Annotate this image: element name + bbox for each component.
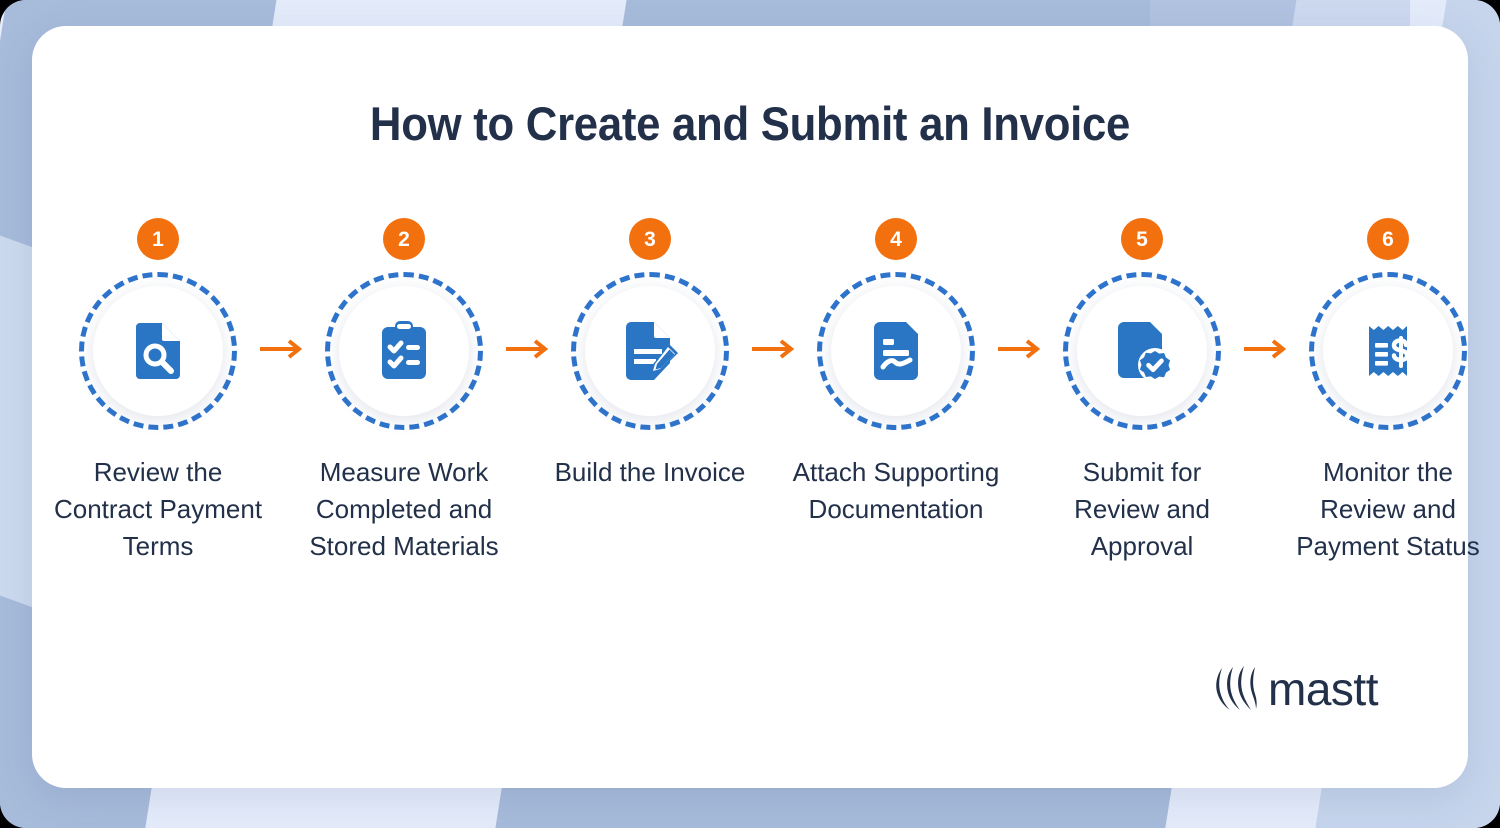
step-3: 3 Build the Invoice — [550, 218, 750, 491]
step-number-badge: 4 — [875, 218, 917, 260]
steps-flow: 1 Review the Contract Payment Terms — [54, 218, 1480, 565]
document-signature-icon — [874, 322, 918, 380]
clipboard-checklist-icon — [382, 321, 426, 379]
step-number-badge: 6 — [1367, 218, 1409, 260]
step-icon-ring — [325, 272, 483, 430]
arrow-right-icon — [752, 339, 795, 359]
dashed-ring — [571, 272, 729, 430]
step-label: Attach Supporting Documentation — [792, 457, 1000, 524]
arrow-right-icon — [260, 339, 303, 359]
step-number-badge: 3 — [629, 218, 671, 260]
step-icon-ring — [571, 272, 729, 430]
step-number-badge: 2 — [383, 218, 425, 260]
step-4: 4 Attach Supporting Documentation — [793, 218, 999, 528]
step-icon-ring — [79, 272, 237, 430]
arrow-right-icon — [1244, 339, 1287, 359]
step-icon-ring — [817, 272, 975, 430]
dashed-ring — [817, 272, 975, 430]
step-label: Review the Contract Payment Terms — [53, 457, 263, 561]
content-card: How to Create and Submit an Invoice 1 Re… — [32, 26, 1480, 788]
arrow-right-icon — [506, 339, 549, 359]
document-edit-icon — [626, 322, 678, 380]
page-title: How to Create and Submit an Invoice — [369, 97, 1131, 150]
dashed-ring — [325, 272, 483, 430]
receipt-dollar-icon — [1369, 326, 1410, 376]
dashed-ring — [79, 272, 237, 430]
dashed-ring — [1309, 272, 1467, 430]
document-verified-badge-icon — [1118, 322, 1172, 382]
step-6: 6 Monitor the Review and Payment Status — [1288, 218, 1488, 565]
mastt-flame-mark-icon — [1216, 666, 1257, 710]
arrow-right-icon — [998, 339, 1041, 359]
step-1: 1 Review the Contract Payment Terms — [54, 218, 262, 565]
document-search-icon — [136, 323, 180, 379]
step-icon-ring — [1063, 272, 1221, 430]
step-label: Monitor the Review and Payment Status — [1296, 457, 1480, 561]
brand-logo: mastt — [1216, 662, 1378, 716]
step-number-badge: 5 — [1121, 218, 1163, 260]
step-icon-ring — [1309, 272, 1467, 430]
step-label: Submit for Review and Approval — [1074, 457, 1210, 561]
step-5: 5 Submit for Review and Approval — [1042, 218, 1242, 565]
dashed-ring — [1063, 272, 1221, 430]
step-2: 2 Measure Work Completed and Stored Mat — [304, 218, 504, 565]
step-label: Build the Invoice — [554, 457, 746, 487]
brand-name: mastt — [1268, 663, 1378, 715]
step-number-badge: 1 — [137, 218, 179, 260]
step-label: Measure Work Completed and Stored Materi… — [309, 457, 499, 561]
